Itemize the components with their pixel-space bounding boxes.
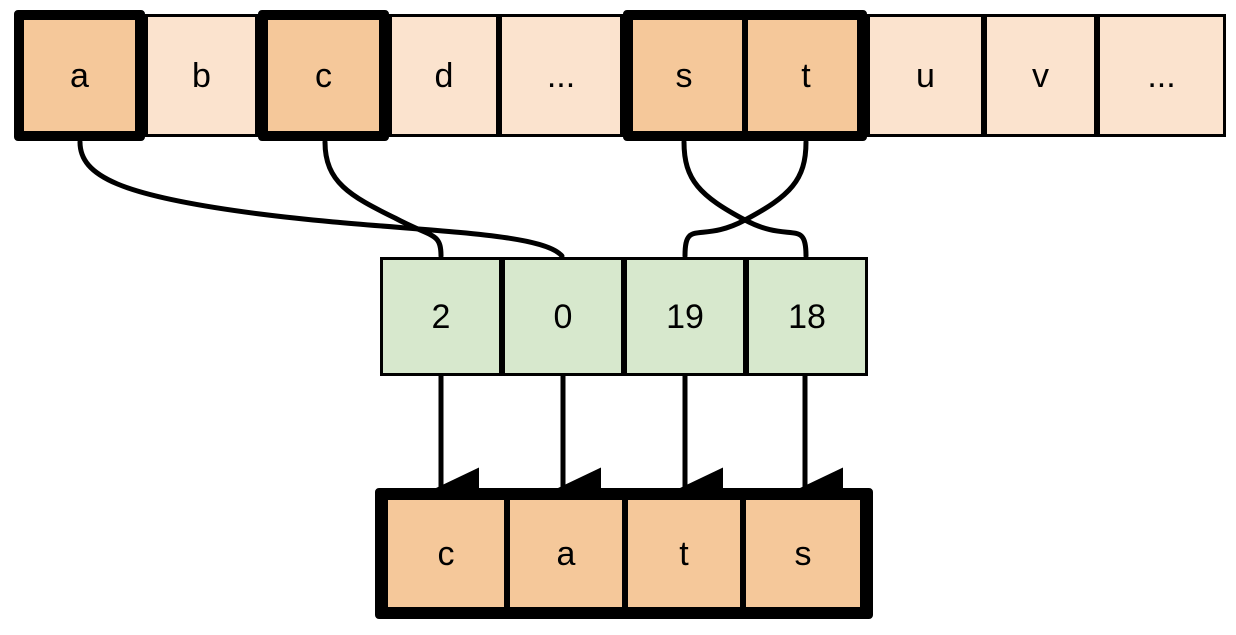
- index-cell-value: 19: [666, 297, 704, 336]
- alphabet-cell-u[interactable]: u: [867, 14, 984, 137]
- alphabet-cell-b[interactable]: b: [145, 14, 258, 137]
- alphabet-cell-label: a: [70, 56, 89, 95]
- curve-t-to-19: [682, 139, 809, 259]
- alphabet-cell-d[interactable]: d: [389, 14, 499, 137]
- alphabet-cell-s[interactable]: s: [623, 14, 745, 137]
- result-cell-label: t: [679, 534, 689, 573]
- alphabet-cell-label: u: [916, 56, 935, 95]
- curve-a-to-0: [77, 139, 565, 259]
- index-cell-value: 2: [431, 297, 451, 336]
- alphabet-cell-label: ...: [1147, 56, 1176, 95]
- result-cell-t[interactable]: t: [625, 497, 743, 610]
- index-cell-3[interactable]: 18: [746, 257, 868, 376]
- alphabet-cell-label: s: [675, 56, 693, 95]
- alphabet-cell-ellipsis-right[interactable]: ...: [1097, 14, 1226, 137]
- alphabet-cell-c[interactable]: c: [258, 14, 389, 137]
- alphabet-cell-label: v: [1032, 56, 1049, 95]
- result-cell-label: c: [437, 534, 455, 573]
- result-cell-label: a: [556, 534, 576, 573]
- alphabet-cell-t[interactable]: t: [745, 14, 867, 137]
- result-cell-s[interactable]: s: [743, 497, 863, 610]
- index-cell-value: 18: [788, 297, 826, 336]
- curve-c-to-2: [322, 139, 444, 259]
- index-cell-2[interactable]: 19: [624, 257, 746, 376]
- index-cell-1[interactable]: 0: [502, 257, 624, 376]
- result-cell-a[interactable]: a: [507, 497, 625, 610]
- index-cell-0[interactable]: 2: [380, 257, 502, 376]
- result-cell-label: s: [794, 534, 812, 573]
- alphabet-cell-label: b: [192, 56, 211, 95]
- alphabet-cell-ellipsis-left[interactable]: ...: [499, 14, 623, 137]
- curve-s-to-18: [681, 139, 809, 259]
- alphabet-cell-label: d: [434, 56, 454, 95]
- alphabet-cell-a[interactable]: a: [14, 14, 145, 137]
- alphabet-cell-label: ...: [546, 56, 576, 95]
- alphabet-cell-label: t: [801, 56, 811, 95]
- result-cell-c[interactable]: c: [385, 497, 507, 610]
- alphabet-cell-v[interactable]: v: [984, 14, 1097, 137]
- alphabet-cell-label: c: [315, 56, 332, 95]
- index-cell-value: 0: [553, 297, 573, 336]
